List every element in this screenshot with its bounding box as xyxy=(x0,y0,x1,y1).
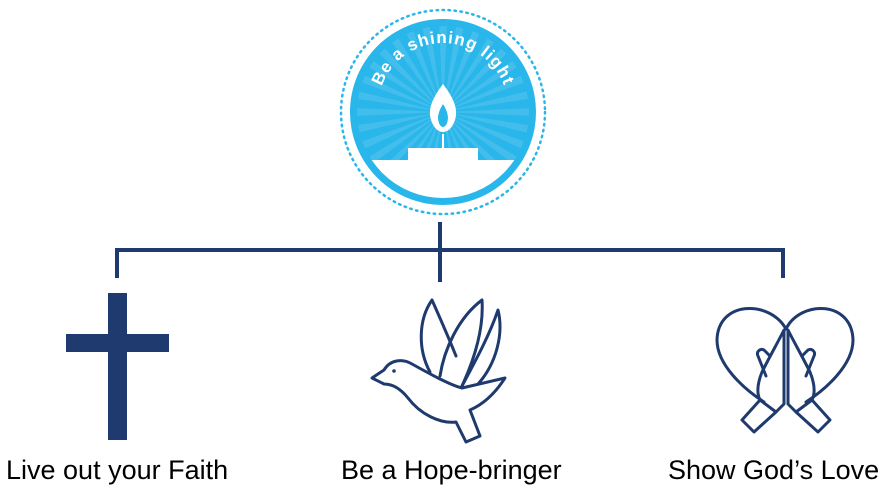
badge-ray xyxy=(443,112,529,139)
badge-ray xyxy=(357,112,443,159)
badge-ray xyxy=(443,107,529,117)
badge-ray xyxy=(443,26,470,112)
branch-label-hope: Be a Hope-bringer xyxy=(341,455,562,485)
badge-ray xyxy=(357,65,443,112)
badge-ray xyxy=(438,26,448,112)
branch-label-love: Show God’s Love xyxy=(668,455,880,485)
connector-lines xyxy=(115,222,785,282)
badge-ray xyxy=(443,85,529,112)
badge-ray xyxy=(416,26,443,112)
badge-ray xyxy=(443,65,529,112)
badge-ray xyxy=(377,26,443,112)
badge-ray xyxy=(396,26,443,112)
cross-icon xyxy=(66,293,169,440)
badge-ray xyxy=(443,46,529,112)
shining-light-badge: Be a shining light xyxy=(339,8,547,216)
badge-ray xyxy=(357,46,443,112)
badge-ray xyxy=(357,112,443,139)
badge-ray xyxy=(357,107,443,117)
dove-icon xyxy=(370,298,507,444)
badge-ray xyxy=(443,26,490,112)
flame-inner xyxy=(438,104,448,127)
badge-ray xyxy=(443,112,529,159)
branch-label-faith: Live out your Faith xyxy=(6,455,229,485)
badge-dotted-ring xyxy=(339,8,547,216)
badge-ray xyxy=(357,85,443,112)
praying-hands-heart-icon xyxy=(715,307,855,434)
badge-ray xyxy=(443,26,509,112)
